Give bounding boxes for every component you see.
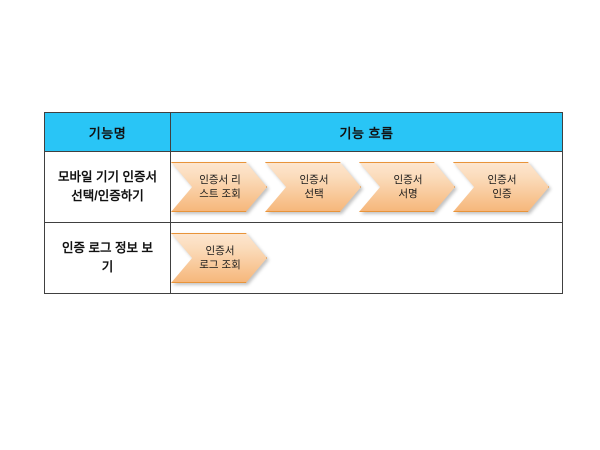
flow-step-label: 인증서 서명	[393, 173, 423, 200]
flow-step-label: 인증서 리 스트 조회	[199, 173, 241, 200]
header-cell-function-name: 기능명	[44, 112, 171, 152]
flow-step-label: 인증서 인증	[487, 173, 517, 200]
header-cell-function-flow: 기능 흐름	[170, 112, 563, 152]
flow-step-chevron[interactable]: 인증서 리 스트 조회	[171, 162, 267, 212]
flow-step-label: 인증서 로그 조회	[199, 244, 241, 271]
table-header-row: 기능명 기능 흐름	[44, 112, 563, 152]
flow-step-chevron[interactable]: 인증서 로그 조회	[171, 233, 267, 283]
function-flow-table: 기능명 기능 흐름 모바일 기기 인증서 선택/인증하기 인증서 리 스트 조회…	[44, 112, 563, 294]
flow-step-chevron[interactable]: 인증서 선택	[265, 162, 361, 212]
flow-strip: 인증서 리 스트 조회 인증서 선택 인증서 서명 인증서 인증	[171, 162, 562, 212]
table-row: 모바일 기기 인증서 선택/인증하기 인증서 리 스트 조회 인증서 선택 인증…	[44, 151, 563, 223]
row-label-auth-log: 인증 로그 정보 보 기	[44, 222, 171, 294]
flow-step-label: 인증서 선택	[299, 173, 329, 200]
flow-step-chevron[interactable]: 인증서 서명	[359, 162, 455, 212]
row-label-mobile-cert: 모바일 기기 인증서 선택/인증하기	[44, 151, 171, 223]
table-row: 인증 로그 정보 보 기 인증서 로그 조회	[44, 222, 563, 294]
flow-step-chevron[interactable]: 인증서 인증	[453, 162, 549, 212]
flow-strip: 인증서 로그 조회	[171, 233, 562, 283]
flow-cell-auth-log: 인증서 로그 조회	[170, 222, 563, 294]
flow-cell-mobile-cert: 인증서 리 스트 조회 인증서 선택 인증서 서명 인증서 인증	[170, 151, 563, 223]
